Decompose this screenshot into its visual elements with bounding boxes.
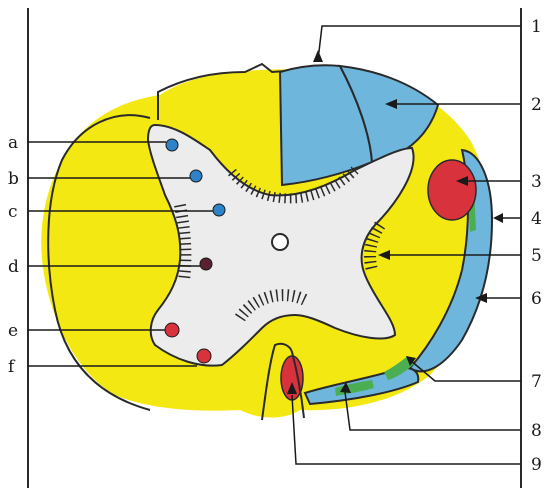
label-3: 3 <box>531 172 542 192</box>
label-e: e <box>8 321 18 341</box>
label-9: 9 <box>531 455 542 475</box>
label-2: 2 <box>531 95 542 115</box>
label-4: 4 <box>531 209 542 229</box>
label-b: b <box>8 169 19 189</box>
label-f: f <box>8 357 16 377</box>
label-c: c <box>8 202 18 222</box>
central-canal <box>272 234 288 250</box>
label-d: d <box>8 257 19 277</box>
nucleus-f <box>197 349 211 363</box>
leader-1 <box>318 26 521 60</box>
nucleus-e <box>165 323 179 337</box>
label-a: a <box>8 133 18 153</box>
label-5: 5 <box>531 246 542 266</box>
label-6: 6 <box>531 289 542 309</box>
label-8: 8 <box>531 421 542 441</box>
label-7: 7 <box>531 372 542 392</box>
nucleus-d <box>200 258 212 270</box>
nucleus-b <box>190 170 202 182</box>
arrowhead-4 <box>493 213 503 223</box>
arrowhead-1 <box>313 50 323 62</box>
red-tract-lateral <box>428 160 476 220</box>
label-1: 1 <box>531 17 542 37</box>
nucleus-a <box>166 139 178 151</box>
nucleus-c <box>213 204 225 216</box>
